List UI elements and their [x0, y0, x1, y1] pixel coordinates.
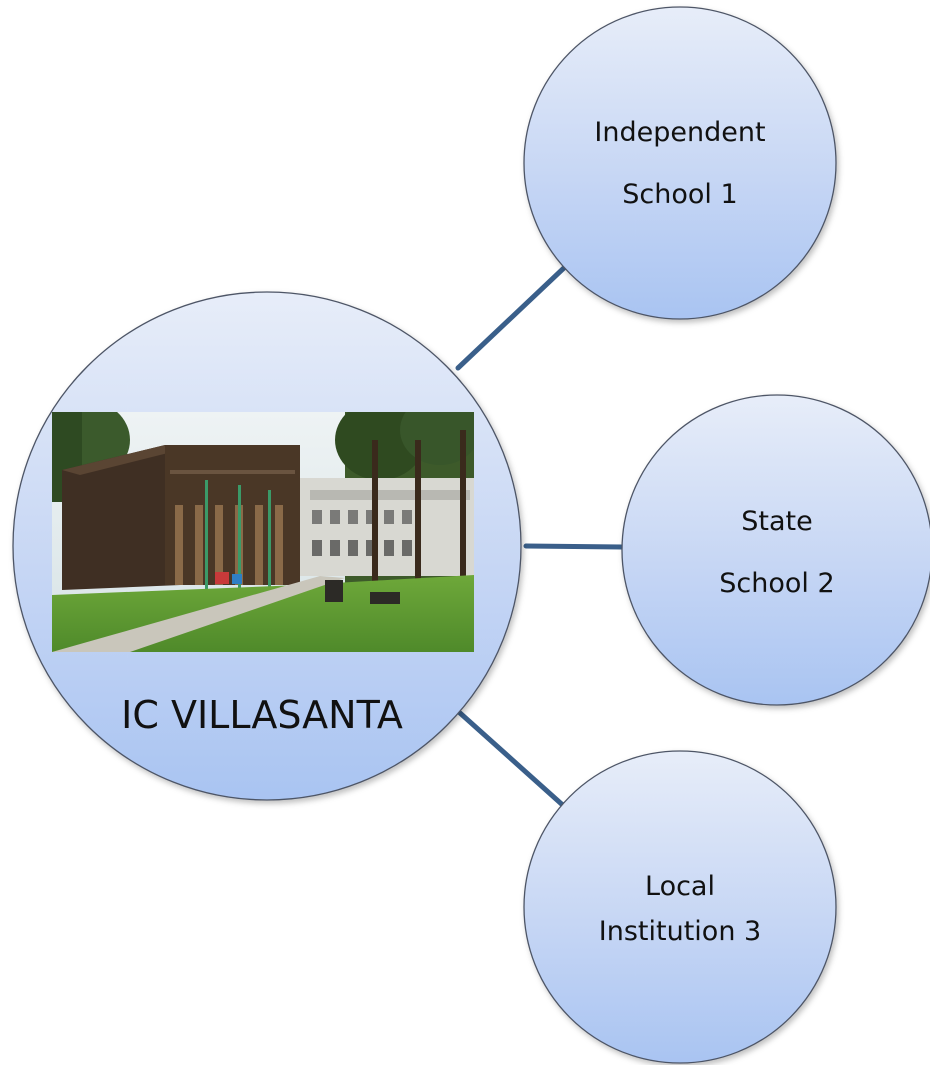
- satellite-2-line1: State: [741, 506, 812, 537]
- satellite-circle-1: [523, 6, 837, 320]
- central-title: IC VILLASANTA: [121, 693, 403, 737]
- satellite-node-3: Local Institution 3: [523, 750, 837, 1064]
- connector-line-1: [455, 263, 569, 371]
- school-building-photo: [52, 412, 474, 652]
- satellite-1-line1: Independent: [594, 117, 765, 148]
- satellite-circle-3: [523, 750, 837, 1064]
- satellite-circle-2: [621, 394, 930, 706]
- satellite-3-line2: Institution 3: [599, 916, 761, 947]
- satellite-node-2: State School 2: [621, 394, 930, 706]
- connector-line-2: [523, 543, 625, 550]
- satellite-1-line2: School 1: [622, 179, 737, 210]
- satellite-2-line2: School 2: [719, 568, 834, 599]
- satellite-3-line1: Local: [645, 871, 715, 902]
- satellite-node-1: Independent School 1: [523, 6, 837, 320]
- connector-line-3: [457, 710, 569, 811]
- central-node: IC VILLASANTA: [12, 291, 522, 801]
